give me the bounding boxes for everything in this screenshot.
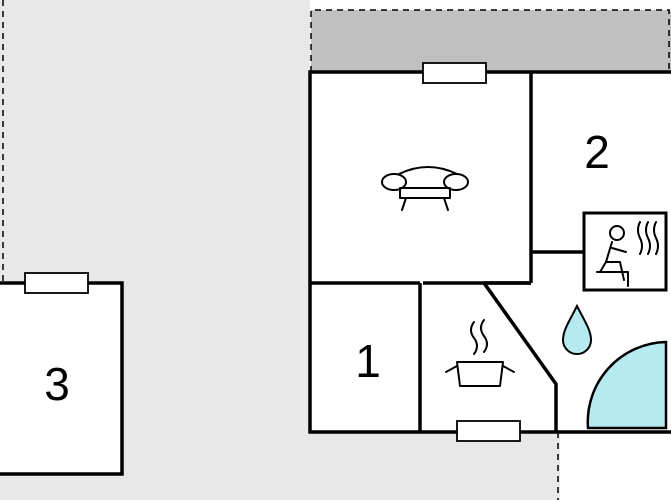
cooking-pot-icon [445, 319, 515, 387]
window-top [422, 62, 487, 84]
terrace-dashed-outline [310, 9, 670, 72]
window-outbuilding [24, 272, 89, 294]
wall-bathroom-angle [482, 281, 558, 432]
sofa-icon [381, 166, 469, 211]
room-number-2: 2 [584, 126, 610, 178]
room-number-1: 1 [355, 335, 381, 387]
sauna-icon [596, 221, 659, 287]
outbuilding-floor [0, 283, 122, 474]
room-number-3: 3 [44, 358, 70, 410]
window-bottom [456, 420, 521, 442]
outdoor-area-bottom [310, 432, 560, 500]
water-drop-icon [561, 303, 593, 355]
sauna-cabin [582, 211, 668, 292]
shower-icon [586, 340, 668, 430]
terrace [311, 10, 671, 72]
